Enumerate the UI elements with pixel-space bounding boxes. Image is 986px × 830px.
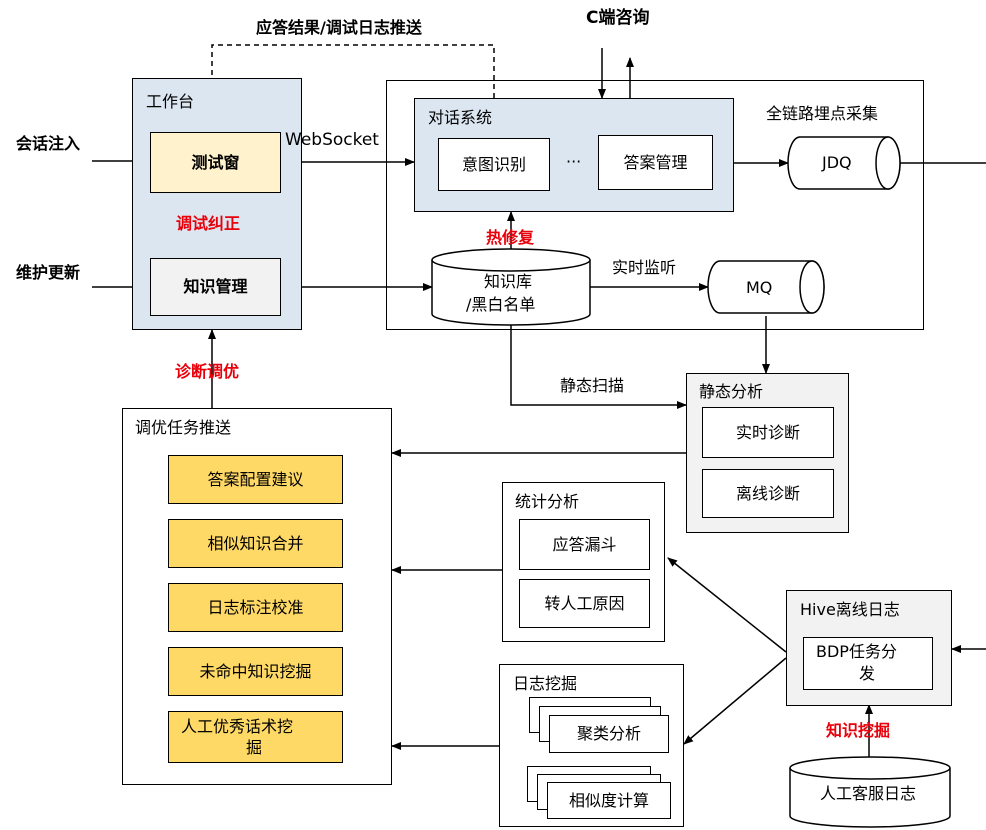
static-scan-arrow (510, 324, 687, 409)
cs-log-shape (789, 756, 951, 828)
maintain-update-label: 维护更新 (16, 263, 81, 282)
realtime-monitor-label: 实时监听 (612, 258, 677, 277)
online-service-frame (386, 80, 924, 330)
funnel-box[interactable]: 应答漏斗 (519, 519, 650, 570)
tuning-item-log-calibration[interactable]: 日志标注校准 (168, 583, 343, 632)
dialog-system-title: 对话系统 (428, 108, 493, 127)
debug-correct-label: 调试纠正 (176, 214, 241, 233)
jdq-to-hive-arrow (900, 162, 986, 653)
log-mining-title: 日志挖掘 (513, 674, 578, 693)
hive-to-stat-arrow (667, 557, 787, 653)
bdp-line1: BDP任务分 (816, 642, 897, 661)
c-consult-label: C端咨询 (586, 8, 650, 28)
jdq-queue-shape (787, 136, 901, 190)
knowledge-mining-label: 知识挖掘 (826, 721, 891, 740)
hive-to-mining-arrow (683, 657, 787, 745)
intent-recognition-box[interactable]: 意图识别 (438, 138, 550, 191)
similarity-box[interactable]: 相似度计算 (547, 782, 671, 819)
static-scan-label: 静态扫描 (560, 376, 625, 395)
offline-diag-box[interactable]: 离线诊断 (702, 469, 834, 518)
answer-mgmt-box[interactable]: 答案管理 (598, 135, 713, 190)
tuning-item-script-mining[interactable]: 人工优秀话术挖 掘 (168, 711, 343, 763)
mq-label: MQ (746, 278, 773, 297)
session-inject-label: 会话注入 (16, 134, 81, 153)
kb-label-line2: /黑白名单 (466, 295, 536, 314)
script-mining-line1: 人工优秀话术挖 (181, 717, 294, 736)
test-window-box[interactable]: 测试窗 (150, 132, 281, 193)
log-mining-panel (499, 664, 684, 827)
bdp-task-box[interactable]: BDP任务分 发 (803, 637, 933, 690)
realtime-diag-box[interactable]: 实时诊断 (702, 407, 834, 458)
websocket-label: WebSocket (285, 130, 379, 150)
hive-title: Hive离线日志 (800, 600, 900, 619)
script-mining-line2: 掘 (246, 738, 263, 757)
tuning-item-merge-similar[interactable]: 相似知识合并 (168, 519, 343, 568)
tuning-push-title: 调优任务推送 (135, 418, 232, 437)
stat-analysis-title: 统计分析 (515, 492, 580, 511)
transfer-reason-box[interactable]: 转人工原因 (519, 579, 650, 628)
cluster-box[interactable]: 聚类分析 (549, 715, 669, 753)
tuning-item-answer-config[interactable]: 答案配置建议 (168, 455, 343, 504)
mq-queue-shape (707, 260, 825, 314)
kb-label-line1: 知识库 (484, 272, 533, 291)
tracking-label: 全链路埋点采集 (766, 104, 879, 123)
diagnose-tune-label: 诊断调优 (175, 362, 240, 381)
ellipsis-label: ··· (566, 152, 582, 171)
hot-fix-label: 热修复 (486, 228, 535, 247)
knowledge-base-shape (431, 248, 591, 326)
static-analysis-title: 静态分析 (699, 382, 764, 401)
workbench-title: 工作台 (146, 92, 195, 111)
knowledge-mgmt-box[interactable]: 知识管理 (150, 258, 281, 316)
tuning-item-miss-mining[interactable]: 未命中知识挖掘 (168, 647, 343, 696)
bdp-line2: 发 (859, 664, 876, 683)
jdq-label: JDQ (822, 153, 852, 172)
cs-log-label: 人工客服日志 (820, 784, 917, 803)
response-log-push-label: 应答结果/调试日志推送 (256, 18, 422, 37)
